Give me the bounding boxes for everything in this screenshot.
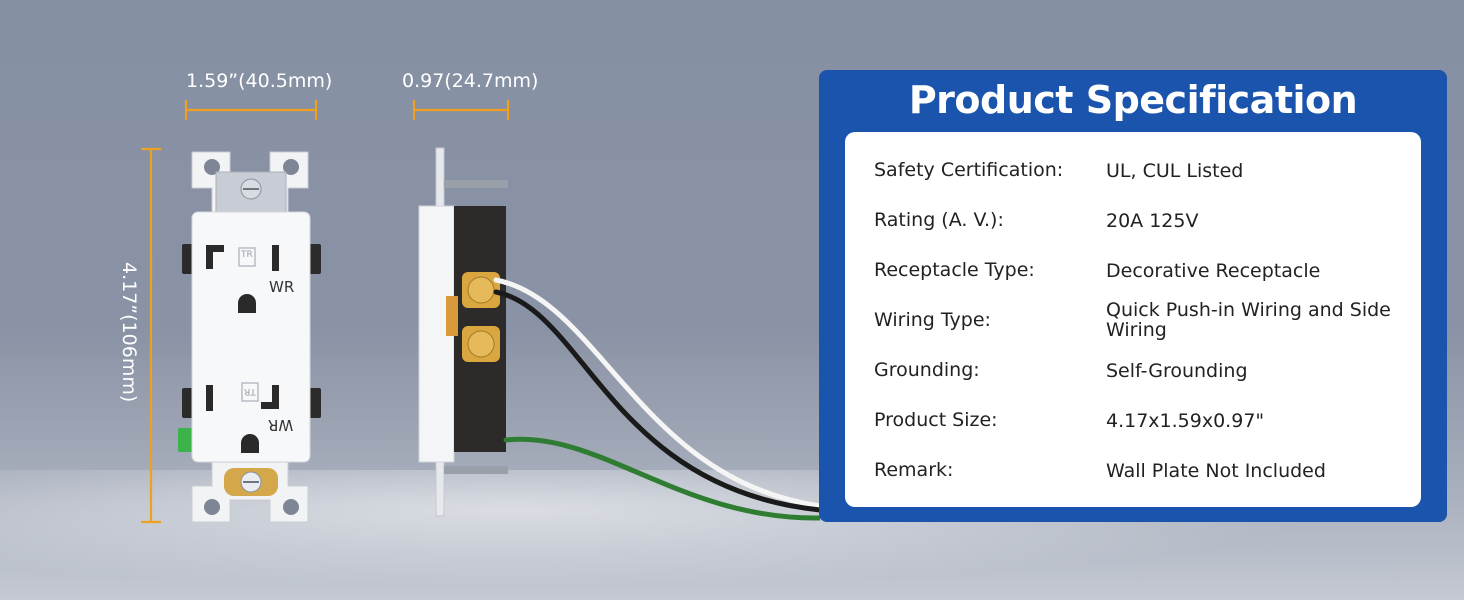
upper-tr-marking: TR	[241, 250, 253, 260]
spec-value: 20A 125V	[1106, 210, 1199, 232]
spec-label: Remark:	[874, 459, 954, 481]
lower-tr-marking: TR	[244, 386, 256, 396]
upper-wr-marking: WR	[269, 278, 295, 296]
lower-wr-marking: WR	[268, 416, 294, 434]
spec-title: Product Specification	[908, 78, 1358, 122]
spec-value: Wall Plate Not Included	[1106, 460, 1326, 482]
spec-label: Product Size:	[874, 409, 998, 431]
depth-dimension-label: 0.97(24.7mm)	[402, 70, 539, 92]
spec-row-remark: Remark: Wall Plate Not Included	[845, 456, 1421, 506]
spec-value: Quick Push-in Wiring and Side Wiring	[1106, 299, 1391, 341]
spec-row-receptacle-type: Receptacle Type: Decorative Receptacle	[845, 256, 1421, 306]
spec-row-product-size: Product Size: 4.17x1.59x0.97"	[845, 406, 1421, 456]
receptacle-illustration	[141, 100, 820, 524]
spec-row-rating: Rating (A. V.): 20A 125V	[845, 206, 1421, 256]
spec-row-certification: Safety Certification: UL, CUL Listed	[845, 156, 1421, 206]
spec-label: Wiring Type:	[874, 309, 991, 331]
width-dimension-label: 1.59”(40.5mm)	[186, 70, 333, 92]
spec-label: Grounding:	[874, 359, 980, 381]
spec-label: Rating (A. V.):	[874, 209, 1004, 231]
spec-value: Decorative Receptacle	[1106, 260, 1321, 282]
spec-row-wiring-type: Wiring Type: Quick Push-in Wiring and Si…	[845, 300, 1421, 356]
dimension-lines	[141, 100, 510, 524]
spec-label: Receptacle Type:	[874, 259, 1035, 281]
spec-value: Self-Grounding	[1106, 360, 1248, 382]
spec-row-grounding: Grounding: Self-Grounding	[845, 356, 1421, 406]
spec-label: Safety Certification:	[874, 159, 1064, 181]
wires	[493, 277, 820, 521]
spec-value: 4.17x1.59x0.97"	[1106, 410, 1265, 432]
front-view-receptacle	[178, 151, 321, 523]
spec-value: UL, CUL Listed	[1106, 160, 1244, 182]
spec-table: Safety Certification: UL, CUL Listed Rat…	[845, 132, 1421, 507]
side-view-receptacle	[418, 147, 508, 517]
